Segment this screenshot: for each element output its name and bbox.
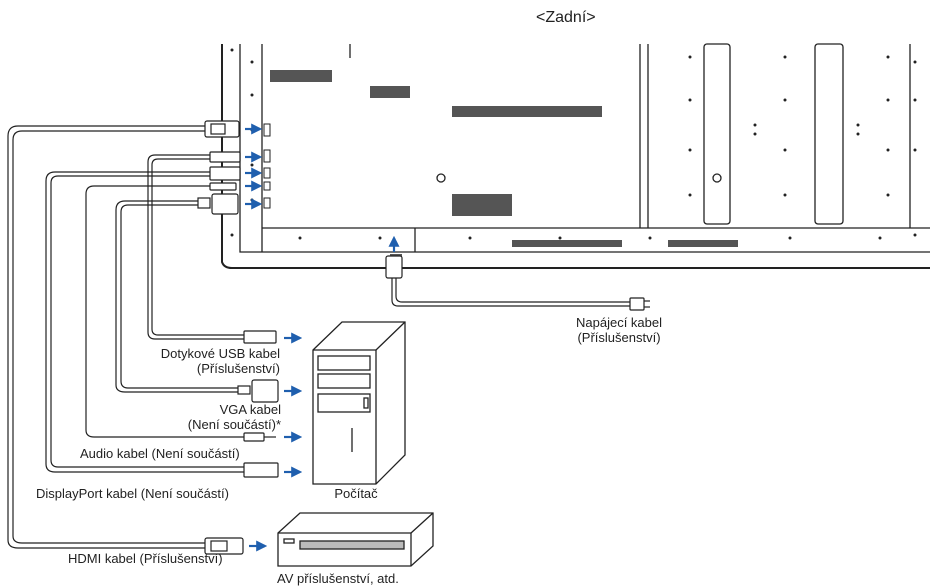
vga-cable-name: VGA kabel <box>219 402 281 417</box>
computer-tower <box>312 321 406 485</box>
usb-cable-name: Dotykové USB kabel <box>160 346 280 361</box>
vga-cable-label: VGA kabel (Není součástí)* <box>100 402 281 432</box>
av-device <box>277 512 434 567</box>
displayport-cable-label: DisplayPort kabel (Není součástí) <box>36 486 229 501</box>
vga-cable-note: (Není součástí)* <box>187 417 281 432</box>
power-cable-name: Napájecí kabel <box>576 315 662 330</box>
direction-arrows <box>245 123 400 552</box>
av-device-label: AV příslušenství, atd. <box>277 571 399 586</box>
monitor-ports <box>263 123 271 209</box>
screw-dots <box>230 48 917 240</box>
monitor-back <box>221 43 930 269</box>
usb-cable-label: Dotykové USB kabel (Příslušenství) <box>100 346 280 376</box>
usb-cable-note: (Příslušenství) <box>196 361 280 376</box>
audio-cable-label: Audio kabel (Není součástí) <box>80 446 240 461</box>
cable-connectors <box>197 120 650 555</box>
vent-grilles <box>270 70 738 260</box>
power-cable-note: (Příslušenství) <box>577 330 661 345</box>
hdmi-cable-label: HDMI kabel (Příslušenství) <box>68 551 223 566</box>
cable-lines <box>7 125 630 549</box>
power-cable-label: Napájecí kabel (Příslušenství) <box>554 315 684 345</box>
computer-label: Počítač <box>334 486 378 501</box>
view-title: <Zadní> <box>536 9 596 26</box>
